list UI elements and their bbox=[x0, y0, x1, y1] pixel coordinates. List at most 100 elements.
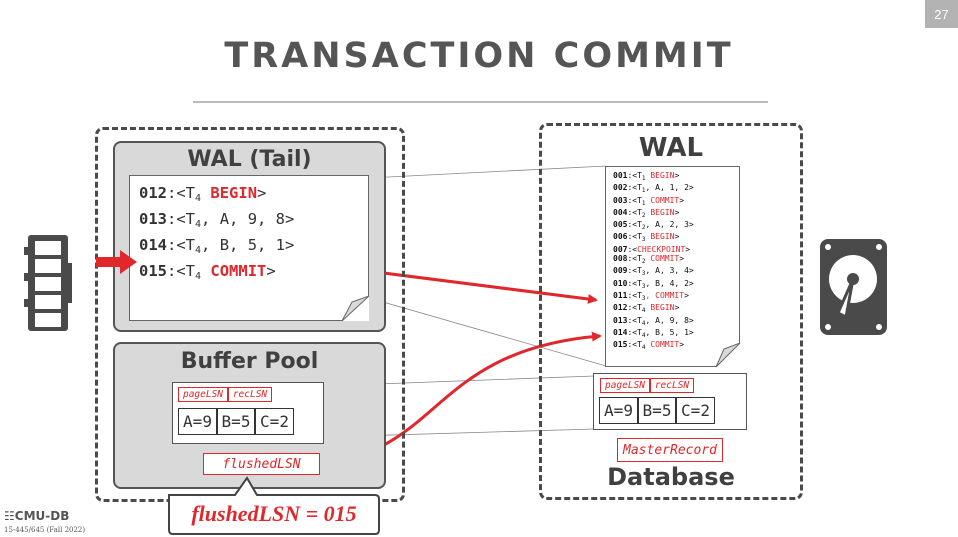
entry-command: BEGIN bbox=[645, 207, 675, 217]
entry-command: COMMIT bbox=[645, 195, 680, 205]
entry-txn-sub: 1 bbox=[641, 187, 646, 195]
entry-open: :<T bbox=[627, 195, 642, 205]
entry-close: > bbox=[674, 303, 680, 313]
entry-txn-sub: 4 bbox=[195, 245, 202, 256]
wal-entry: 014:<T4, B, 5, 1> bbox=[613, 328, 694, 340]
database-logo-icon: ☷ bbox=[4, 509, 15, 523]
entry-command: BEGIN bbox=[645, 171, 675, 180]
entry-close: > bbox=[674, 207, 680, 217]
wal-tail-entry: 015:<T4 COMMIT> bbox=[139, 261, 294, 287]
entry-close: > bbox=[674, 171, 680, 180]
entry-command: CHECKPOINT bbox=[637, 244, 686, 254]
guide-line-top bbox=[368, 165, 607, 179]
entry-txn-sub: 2 bbox=[641, 211, 646, 219]
entry-lsn: 009 bbox=[613, 266, 628, 276]
wal-tail-entry: 013:<T4, A, 9, 8> bbox=[139, 209, 294, 235]
entry-close: > bbox=[679, 254, 685, 264]
wal-entry: 007:<CHECKPOINT> bbox=[613, 245, 694, 254]
entry-close: , A, 9, 8> bbox=[645, 315, 694, 325]
entry-open: :<T bbox=[627, 254, 642, 264]
entry-close: , A, 3, 4> bbox=[645, 266, 694, 276]
entry-close: , B, 5, 1> bbox=[201, 236, 295, 254]
wal-tail-entries: 012:<T4 BEGIN>013:<T4, A, 9, 8>014:<T4, … bbox=[139, 183, 294, 287]
entry-lsn: 015 bbox=[139, 262, 167, 280]
wal-entry: 008:<T2 COMMIT> bbox=[613, 254, 694, 266]
entry-close: , B, 5, 1> bbox=[645, 327, 694, 337]
entry-lsn: 005 bbox=[613, 220, 628, 230]
db-cell-b: B=5 bbox=[638, 397, 676, 424]
wal-entries: 001:<T1 BEGIN>002:<T1, A, 1, 2>003:<T1 C… bbox=[613, 171, 694, 352]
entry-close: , A, 2, 3> bbox=[645, 220, 694, 230]
buffer-pool-title: Buffer Pool bbox=[180, 349, 319, 374]
entry-open: :<T bbox=[627, 290, 642, 300]
db-cell-a: A=9 bbox=[599, 397, 638, 424]
entry-txn-sub: 4 bbox=[641, 344, 646, 352]
entry-command: COMMIT bbox=[201, 262, 267, 280]
entry-close: > bbox=[684, 290, 689, 300]
entry-lsn: 001 bbox=[613, 171, 628, 180]
page-lsn-label: pageLSN bbox=[178, 387, 228, 402]
hard-disk-icon bbox=[820, 239, 887, 335]
buffer-cell-b: B=5 bbox=[217, 408, 255, 435]
wal-entry: 013:<T4, A, 9, 8> bbox=[613, 316, 694, 328]
entry-txn-sub: 2 bbox=[641, 224, 646, 232]
entry-lsn: 013 bbox=[139, 210, 167, 228]
entry-txn-sub: 3 bbox=[641, 294, 646, 302]
database-title: Database bbox=[607, 463, 735, 491]
wal-tail-entry: 014:<T4, B, 5, 1> bbox=[139, 235, 294, 261]
entry-close: > bbox=[674, 232, 680, 242]
entry-open: :<T bbox=[167, 210, 195, 228]
slide-title: TRANSACTION COMMIT bbox=[224, 36, 734, 76]
entry-lsn: 012 bbox=[139, 184, 167, 202]
entry-close: > bbox=[679, 340, 685, 350]
wal-entry: 005:<T2, A, 2, 3> bbox=[613, 220, 694, 232]
buffer-cell-c: C=2 bbox=[255, 408, 294, 435]
entry-command: COMMIT bbox=[645, 254, 680, 264]
entry-txn-sub: 4 bbox=[195, 271, 202, 282]
wal-entry: 006:<T3 BEGIN> bbox=[613, 232, 694, 244]
callout-shape bbox=[168, 476, 380, 535]
entry-lsn: 010 bbox=[613, 278, 628, 288]
entry-open: :<T bbox=[627, 171, 642, 180]
wal-entry: 001:<T1 BEGIN> bbox=[613, 171, 694, 183]
entry-command: BEGIN bbox=[645, 303, 675, 313]
entry-command: COMMIT bbox=[645, 340, 680, 350]
db-cell-c: C=2 bbox=[676, 397, 715, 424]
flushed-lsn-callout: flushedLSN = 015 bbox=[191, 501, 357, 526]
entry-close: > bbox=[257, 184, 267, 202]
entry-txn-sub: 4 bbox=[641, 307, 646, 315]
wal-entry: 010:<T3, B, 4, 2> bbox=[613, 279, 694, 291]
db-page-lsn-label: pageLSN bbox=[600, 378, 650, 393]
wal-entry: 015:<T4 COMMIT> bbox=[613, 340, 694, 352]
cmu-db-logo: ☷CMU-DB bbox=[4, 509, 70, 523]
entry-open: :<T bbox=[627, 232, 642, 242]
entry-lsn: 007 bbox=[613, 244, 628, 254]
entry-open: :<T bbox=[627, 278, 642, 288]
entry-lsn: 006 bbox=[613, 232, 628, 242]
entry-lsn: 014 bbox=[139, 236, 167, 254]
guide-line-mid bbox=[368, 297, 607, 367]
entry-lsn: 008 bbox=[613, 254, 628, 264]
entry-command: , COMMIT bbox=[645, 290, 685, 300]
entry-txn-sub: 2 bbox=[641, 258, 646, 266]
wal-entry: 004:<T2 BEGIN> bbox=[613, 208, 694, 220]
entry-txn-sub: 3 bbox=[641, 282, 646, 290]
entry-lsn: 014 bbox=[613, 327, 628, 337]
entry-txn-sub: 4 bbox=[195, 219, 202, 230]
wal-page bbox=[605, 166, 740, 367]
entry-lsn: 004 bbox=[613, 207, 628, 217]
entry-txn-sub: 3 bbox=[641, 236, 646, 244]
wal-entry: 003:<T1 COMMIT> bbox=[613, 196, 694, 208]
entry-open: :<T bbox=[167, 262, 195, 280]
entry-lsn: 015 bbox=[613, 340, 628, 350]
wal-entry: 002:<T1, A, 1, 2> bbox=[613, 183, 694, 195]
entry-open: :<T bbox=[627, 303, 642, 313]
wal-tail-title: WAL (Tail) bbox=[187, 147, 312, 172]
entry-close: , B, 4, 2> bbox=[645, 278, 694, 288]
entry-open: :< bbox=[627, 244, 638, 254]
wal-tail-entry: 012:<T4 BEGIN> bbox=[139, 183, 294, 209]
entry-lsn: 012 bbox=[613, 303, 628, 313]
entry-close: > bbox=[266, 262, 276, 280]
entry-txn-sub: 4 bbox=[641, 319, 646, 327]
wal-entry: 011:<T3, COMMIT> bbox=[613, 291, 694, 303]
